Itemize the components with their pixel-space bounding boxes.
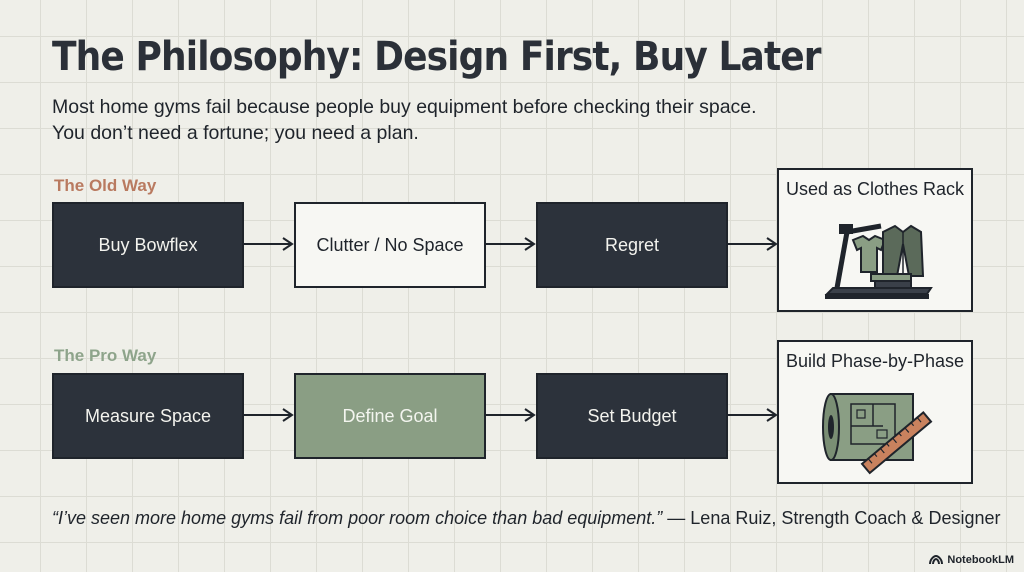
pro-step-define-goal: Define Goal	[294, 373, 486, 459]
pro-way-result-title: Build Phase-by-Phase	[785, 351, 965, 371]
old-way-result: Used as Clothes Rack	[777, 168, 973, 312]
arrow-icon	[728, 408, 778, 422]
quote: “I’ve seen more home gyms fail from poor…	[52, 508, 1000, 529]
pro-way-label: The Pro Way	[54, 346, 157, 365]
arrow-icon	[486, 237, 536, 251]
quote-attribution: — Lena Ruiz, Strength Coach & Designer	[662, 508, 1001, 528]
pro-step-set-budget: Set Budget	[536, 373, 728, 459]
notebooklm-badge: NotebookLM	[929, 554, 1014, 566]
pro-step-measure-space: Measure Space	[52, 373, 244, 459]
old-way-result-title: Used as Clothes Rack	[785, 179, 965, 199]
arrow-icon	[728, 237, 778, 251]
blueprint-with-ruler-icon	[822, 393, 933, 475]
quote-text: “I’ve seen more home gyms fail from poor…	[52, 508, 663, 528]
treadmill-with-clothes-icon	[824, 223, 933, 299]
subtitle: Most home gyms fail because people buy e…	[52, 94, 757, 146]
arrow-icon	[244, 237, 294, 251]
old-step-buy-bowflex: Buy Bowflex	[52, 202, 244, 288]
arrow-icon	[486, 408, 536, 422]
arrow-icon	[244, 408, 294, 422]
brand-label: NotebookLM	[947, 554, 1014, 566]
old-way-label: The Old Way	[54, 176, 157, 195]
subtitle-line-1: Most home gyms fail because people buy e…	[52, 96, 757, 118]
notebooklm-logo-icon	[929, 555, 944, 565]
old-step-clutter: Clutter / No Space	[294, 202, 486, 288]
old-step-regret: Regret	[536, 202, 728, 288]
pro-way-result: Build Phase-by-Phase	[777, 340, 973, 484]
subtitle-line-2: You don’t need a fortune; you need a pla…	[52, 122, 419, 144]
page-title: The Philosophy: Design First, Buy Later	[52, 34, 822, 80]
